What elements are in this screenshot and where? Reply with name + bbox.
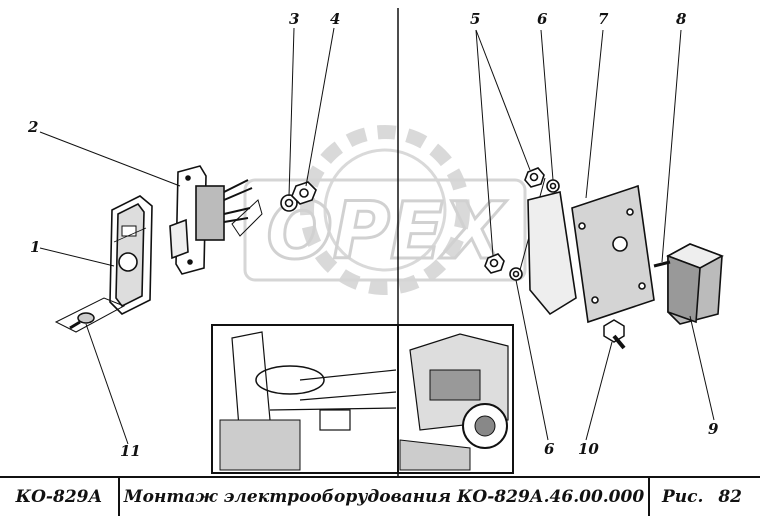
figure-label: Рис. (662, 487, 704, 507)
callout-9: 9 (708, 420, 719, 438)
callout-2: 2 (27, 118, 38, 136)
callout-1: 1 (30, 238, 40, 256)
toggle-switch (169, 165, 253, 275)
inset-truck-front (397, 324, 514, 474)
callout-4: 4 (330, 10, 340, 28)
figure-ref: Рис. 82 (650, 478, 760, 516)
callout-5: 5 (470, 10, 480, 28)
model-code: КО-829А (0, 478, 120, 516)
relay-box (653, 243, 724, 325)
callout-labels: 1 2 3 4 5 6 7 8 9 10 11 6 (27, 10, 719, 460)
callout-6-top: 6 (537, 10, 548, 28)
callout-3: 3 (289, 10, 299, 28)
callout-11: 11 (120, 442, 141, 460)
mounting-screw (54, 297, 126, 333)
assembly-diagram: OPEX (27, 8, 724, 476)
switch-cover-plate (109, 195, 153, 315)
figure-number: 82 (718, 487, 742, 507)
nut-and-washer (231, 181, 317, 237)
leader-lines (39, 27, 715, 445)
inset-cab-interior (211, 324, 399, 474)
bolt (603, 319, 626, 350)
mounting-plate (527, 184, 655, 324)
title-block: КО-829А Монтаж электрооборудования КО-82… (0, 476, 760, 516)
callout-10: 10 (578, 440, 599, 458)
callout-6-bottom: 6 (544, 440, 555, 458)
callout-8: 8 (676, 10, 687, 28)
callout-7: 7 (598, 10, 609, 28)
drawing-title: Монтаж электрооборудования КО-829А.46.00… (120, 478, 650, 516)
